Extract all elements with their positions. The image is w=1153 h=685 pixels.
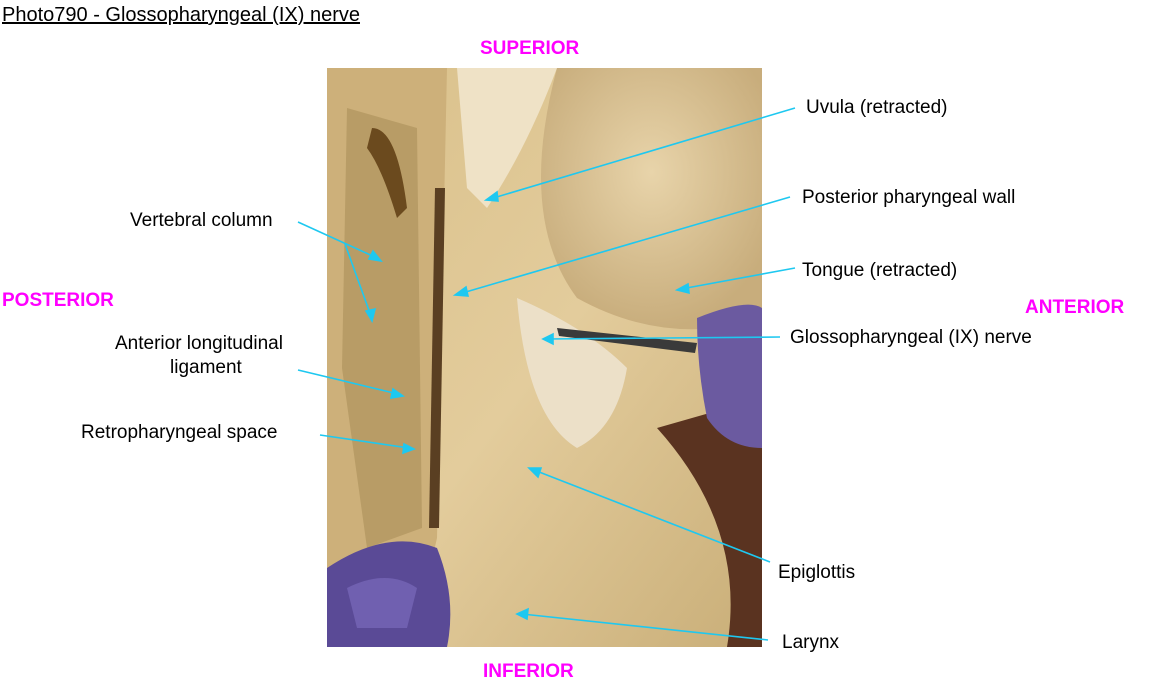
dissection-photo xyxy=(327,68,762,647)
label-anterior-longitudinal-ligament-line1: Anterior longitudinal xyxy=(115,333,283,354)
label-vertebral-column: Vertebral column xyxy=(130,210,273,231)
label-uvula: Uvula (retracted) xyxy=(806,97,948,118)
label-tongue: Tongue (retracted) xyxy=(802,260,958,281)
direction-superior: SUPERIOR xyxy=(480,38,580,59)
label-retropharyngeal-space: Retropharyngeal space xyxy=(81,422,278,443)
label-glossopharyngeal-nerve: Glossopharyngeal (IX) nerve xyxy=(790,327,1032,348)
direction-posterior: POSTERIOR xyxy=(2,290,114,311)
direction-anterior: ANTERIOR xyxy=(1025,297,1125,318)
label-posterior-pharyngeal-wall: Posterior pharyngeal wall xyxy=(802,187,1016,208)
label-anterior-longitudinal-ligament-line2: ligament xyxy=(170,357,242,378)
label-epiglottis: Epiglottis xyxy=(778,562,856,583)
page-title: Photo790 - Glossopharyngeal (IX) nerve xyxy=(2,4,360,26)
direction-inferior: INFERIOR xyxy=(483,661,574,682)
label-larynx: Larynx xyxy=(782,632,840,653)
